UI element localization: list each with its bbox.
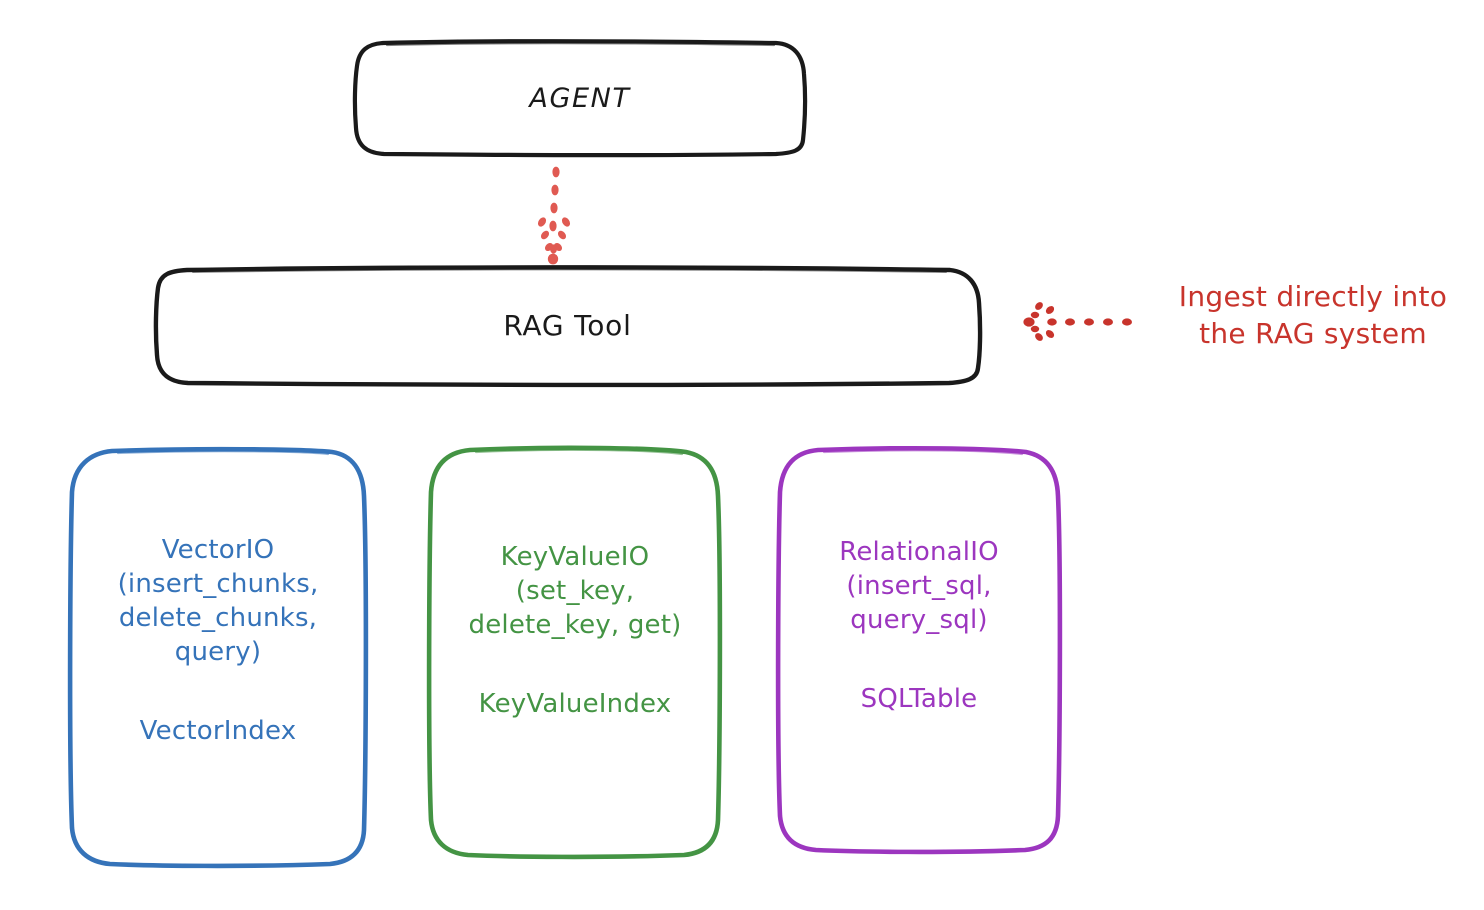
ingest-arrow [1023,302,1132,341]
vector-io-box-outline [67,446,369,869]
key-value-io-box-outline [426,445,723,860]
node-vector-io[interactable]: VectorIO (insert_chunks, delete_chunks, … [70,450,366,866]
node-rag-tool[interactable]: RAG Tool [155,268,980,382]
node-relational-io[interactable]: RelationalIO (insert_sql, query_sql) SQL… [778,448,1060,850]
agent-to-rag-arrow [537,166,571,265]
relational-io-subtitle: SQLTable [860,683,978,714]
relational-io-title: RelationalIO (insert_sql, query_sql) [839,537,999,635]
key-value-io-title: KeyValueIO (set_key, delete_key, get) [468,542,682,640]
relational-io-content: RelationalIO (insert_sql, query_sql) SQL… [778,536,1060,713]
rag-tool-label: RAG Tool [503,308,632,342]
node-agent[interactable]: AGENT [355,42,805,154]
node-key-value-io[interactable]: KeyValueIO (set_key, delete_key, get) Ke… [430,448,720,856]
agent-box-outline [352,39,808,158]
rag-tool-box-outline [153,265,983,388]
vector-io-content: VectorIO (insert_chunks, delete_chunks, … [70,534,366,745]
vector-io-title: VectorIO (insert_chunks, delete_chunks, … [117,535,319,667]
key-value-io-subtitle: KeyValueIndex [478,688,672,719]
vector-io-subtitle: VectorIndex [139,715,297,746]
relational-io-box-outline [775,445,1063,855]
agent-label: AGENT [529,82,631,114]
key-value-io-content: KeyValueIO (set_key, delete_key, get) Ke… [430,541,720,718]
ingest-annotation: Ingest directly into the RAG system [1178,280,1448,350]
